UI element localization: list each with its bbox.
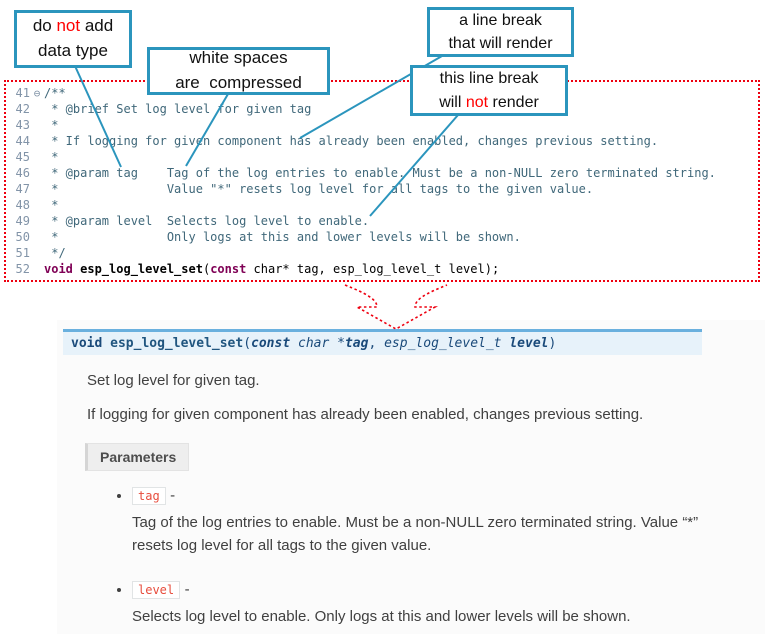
code-text: * Only logs at this and lower levels wil…: [44, 230, 521, 244]
code-text: *: [44, 150, 59, 164]
line-number: 43: [15, 118, 30, 132]
function-name: esp_log_level_set: [80, 262, 203, 276]
sig-param2-type: esp_log_level_t: [384, 336, 510, 351]
code-line: 46 * @param tag Tag of the log entries t…: [9, 165, 758, 181]
source-code-editor: 41⊖/** 42 * @brief Set log level for giv…: [4, 80, 760, 282]
code-line: 44 * If logging for given component has …: [9, 133, 758, 149]
callout-line: a line break: [459, 11, 542, 29]
code-line: 41⊖/**: [9, 85, 758, 101]
line-number: 51: [15, 246, 30, 260]
sig-param1-name: tag: [344, 336, 369, 351]
code-text: *: [44, 118, 59, 132]
callout-line: that will render: [448, 35, 553, 52]
code-text: /**: [44, 86, 66, 100]
code-line: 42 * @brief Set log level for given tag: [9, 101, 758, 117]
code-line-function-declaration: 52 void esp_log_level_set(const char* tag…: [9, 261, 758, 277]
code-text: * @brief Set log level for given tag: [44, 102, 312, 116]
code-line: 48 *: [9, 197, 758, 213]
code-line: 45 *: [9, 149, 758, 165]
parameter-item-tag: tag - Tag of the log entries to enable. …: [132, 487, 765, 557]
line-number: 42: [15, 102, 30, 116]
code-line: 43 *: [9, 117, 758, 133]
line-number: 50: [15, 230, 30, 244]
code-line: 51 */: [9, 245, 758, 261]
sig-param2-name: level: [509, 336, 549, 351]
callout-line: this line break: [439, 70, 539, 88]
callout-line: data type: [38, 41, 108, 60]
callout-do-not-add-data-type: do not add data type: [14, 10, 132, 68]
callout-line-break-renders: a line break that will render: [427, 7, 574, 57]
code-text: void esp_log_level_set(const char* tag, …: [44, 262, 500, 276]
callout-line: are compressed: [175, 73, 302, 92]
parameter-item-level: level - Selects log level to enable. Onl…: [132, 581, 765, 629]
code-text: * Value "*" resets log level for all tag…: [44, 182, 594, 196]
code-text: */: [44, 246, 66, 260]
code-line: 50 * Only logs at this and lower levels …: [9, 229, 758, 245]
line-number: 41: [15, 86, 30, 100]
code-text: * @param tag Tag of the log entries to e…: [44, 166, 716, 180]
rendered-documentation-panel: void esp_log_level_set(const char *tag, …: [57, 320, 765, 634]
code-line: 47 * Value "*" resets log level for all …: [9, 181, 758, 197]
function-signature: void esp_log_level_set(const char *tag, …: [63, 329, 702, 355]
line-number: 49: [15, 214, 30, 228]
line-number: 47: [15, 182, 30, 196]
parameter-list: tag - Tag of the log entries to enable. …: [57, 487, 765, 629]
line-number: 46: [15, 166, 30, 180]
code-text: * @param level Selects log level to enab…: [44, 214, 370, 228]
sig-param1-type: char *: [290, 336, 345, 351]
detailed-description: If logging for given component has alrea…: [87, 406, 644, 423]
line-number: 48: [15, 198, 30, 212]
sig-const-keyword: const: [251, 336, 291, 351]
callout-line: white spaces: [189, 48, 288, 68]
code-text: * If logging for given component has alr…: [44, 134, 659, 148]
param-description: Selects log level to enable. Only logs a…: [132, 608, 631, 625]
callout-white-spaces-compressed: white spaces are compressed: [147, 47, 330, 95]
line-number: 44: [15, 134, 30, 148]
keyword-const: const: [210, 262, 247, 276]
line-number: 52: [15, 262, 30, 276]
brief-description: Set log level for given tag.: [87, 372, 260, 389]
fold-icon: ⊖: [33, 87, 41, 100]
param-name-chip: tag: [132, 487, 166, 505]
callout-line-break-not-render: this line break will not render: [410, 65, 568, 116]
keyword-void: void: [44, 262, 81, 276]
code-text: *: [44, 198, 59, 212]
code-line: 49 * @param level Selects log level to e…: [9, 213, 758, 229]
sig-function-name: esp_log_level_set: [110, 336, 244, 351]
line-number: 45: [15, 150, 30, 164]
sig-return-type: void: [71, 336, 111, 351]
param-name-chip: level: [132, 581, 181, 599]
parameters-heading: Parameters: [85, 443, 190, 471]
param-description: Tag of the log entries to enable. Must b…: [132, 514, 699, 554]
